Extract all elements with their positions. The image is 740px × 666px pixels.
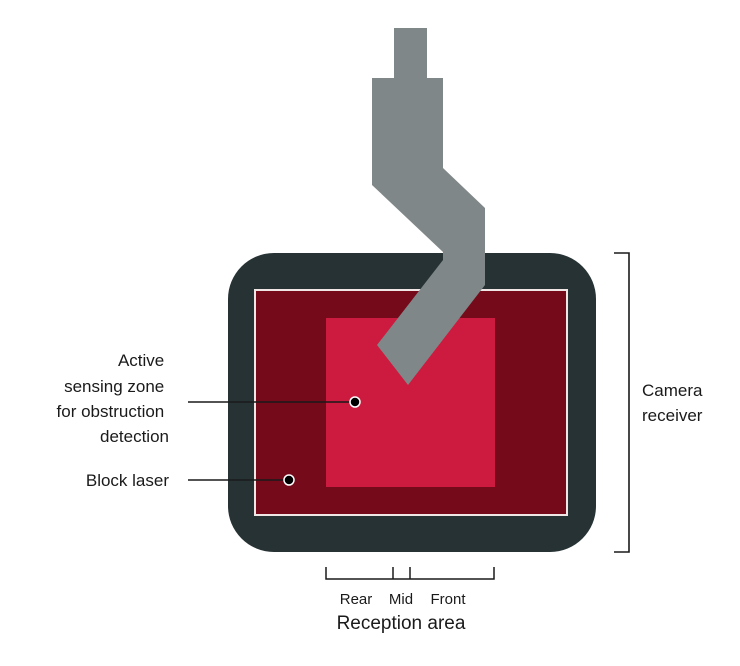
block-laser-marker [283,474,295,486]
active-zone-marker [349,396,361,408]
active-zone-label: Active sensing zone for obstruction dete… [57,351,169,446]
camera-receiver-line-2: receiver [642,406,703,425]
active-zone-line-1: Active [118,351,164,370]
camera-receiver-line-1: Camera [642,381,703,400]
reception-front-label: Front [430,591,466,608]
active-zone-line-3: for obstruction [57,402,165,421]
active-zone-line-2: sensing zone [64,377,164,396]
block-laser-label: Block laser [86,471,169,490]
reception-rear-label: Rear [340,591,373,608]
active-zone-line-4: detection [100,427,169,446]
probe-arm [372,28,485,385]
camera-receiver-bracket [614,252,630,553]
reception-area-label: Reception area [337,613,466,634]
camera-receiver-label: Camera receiver [642,381,707,425]
reception-mid-label: Mid [389,591,413,608]
